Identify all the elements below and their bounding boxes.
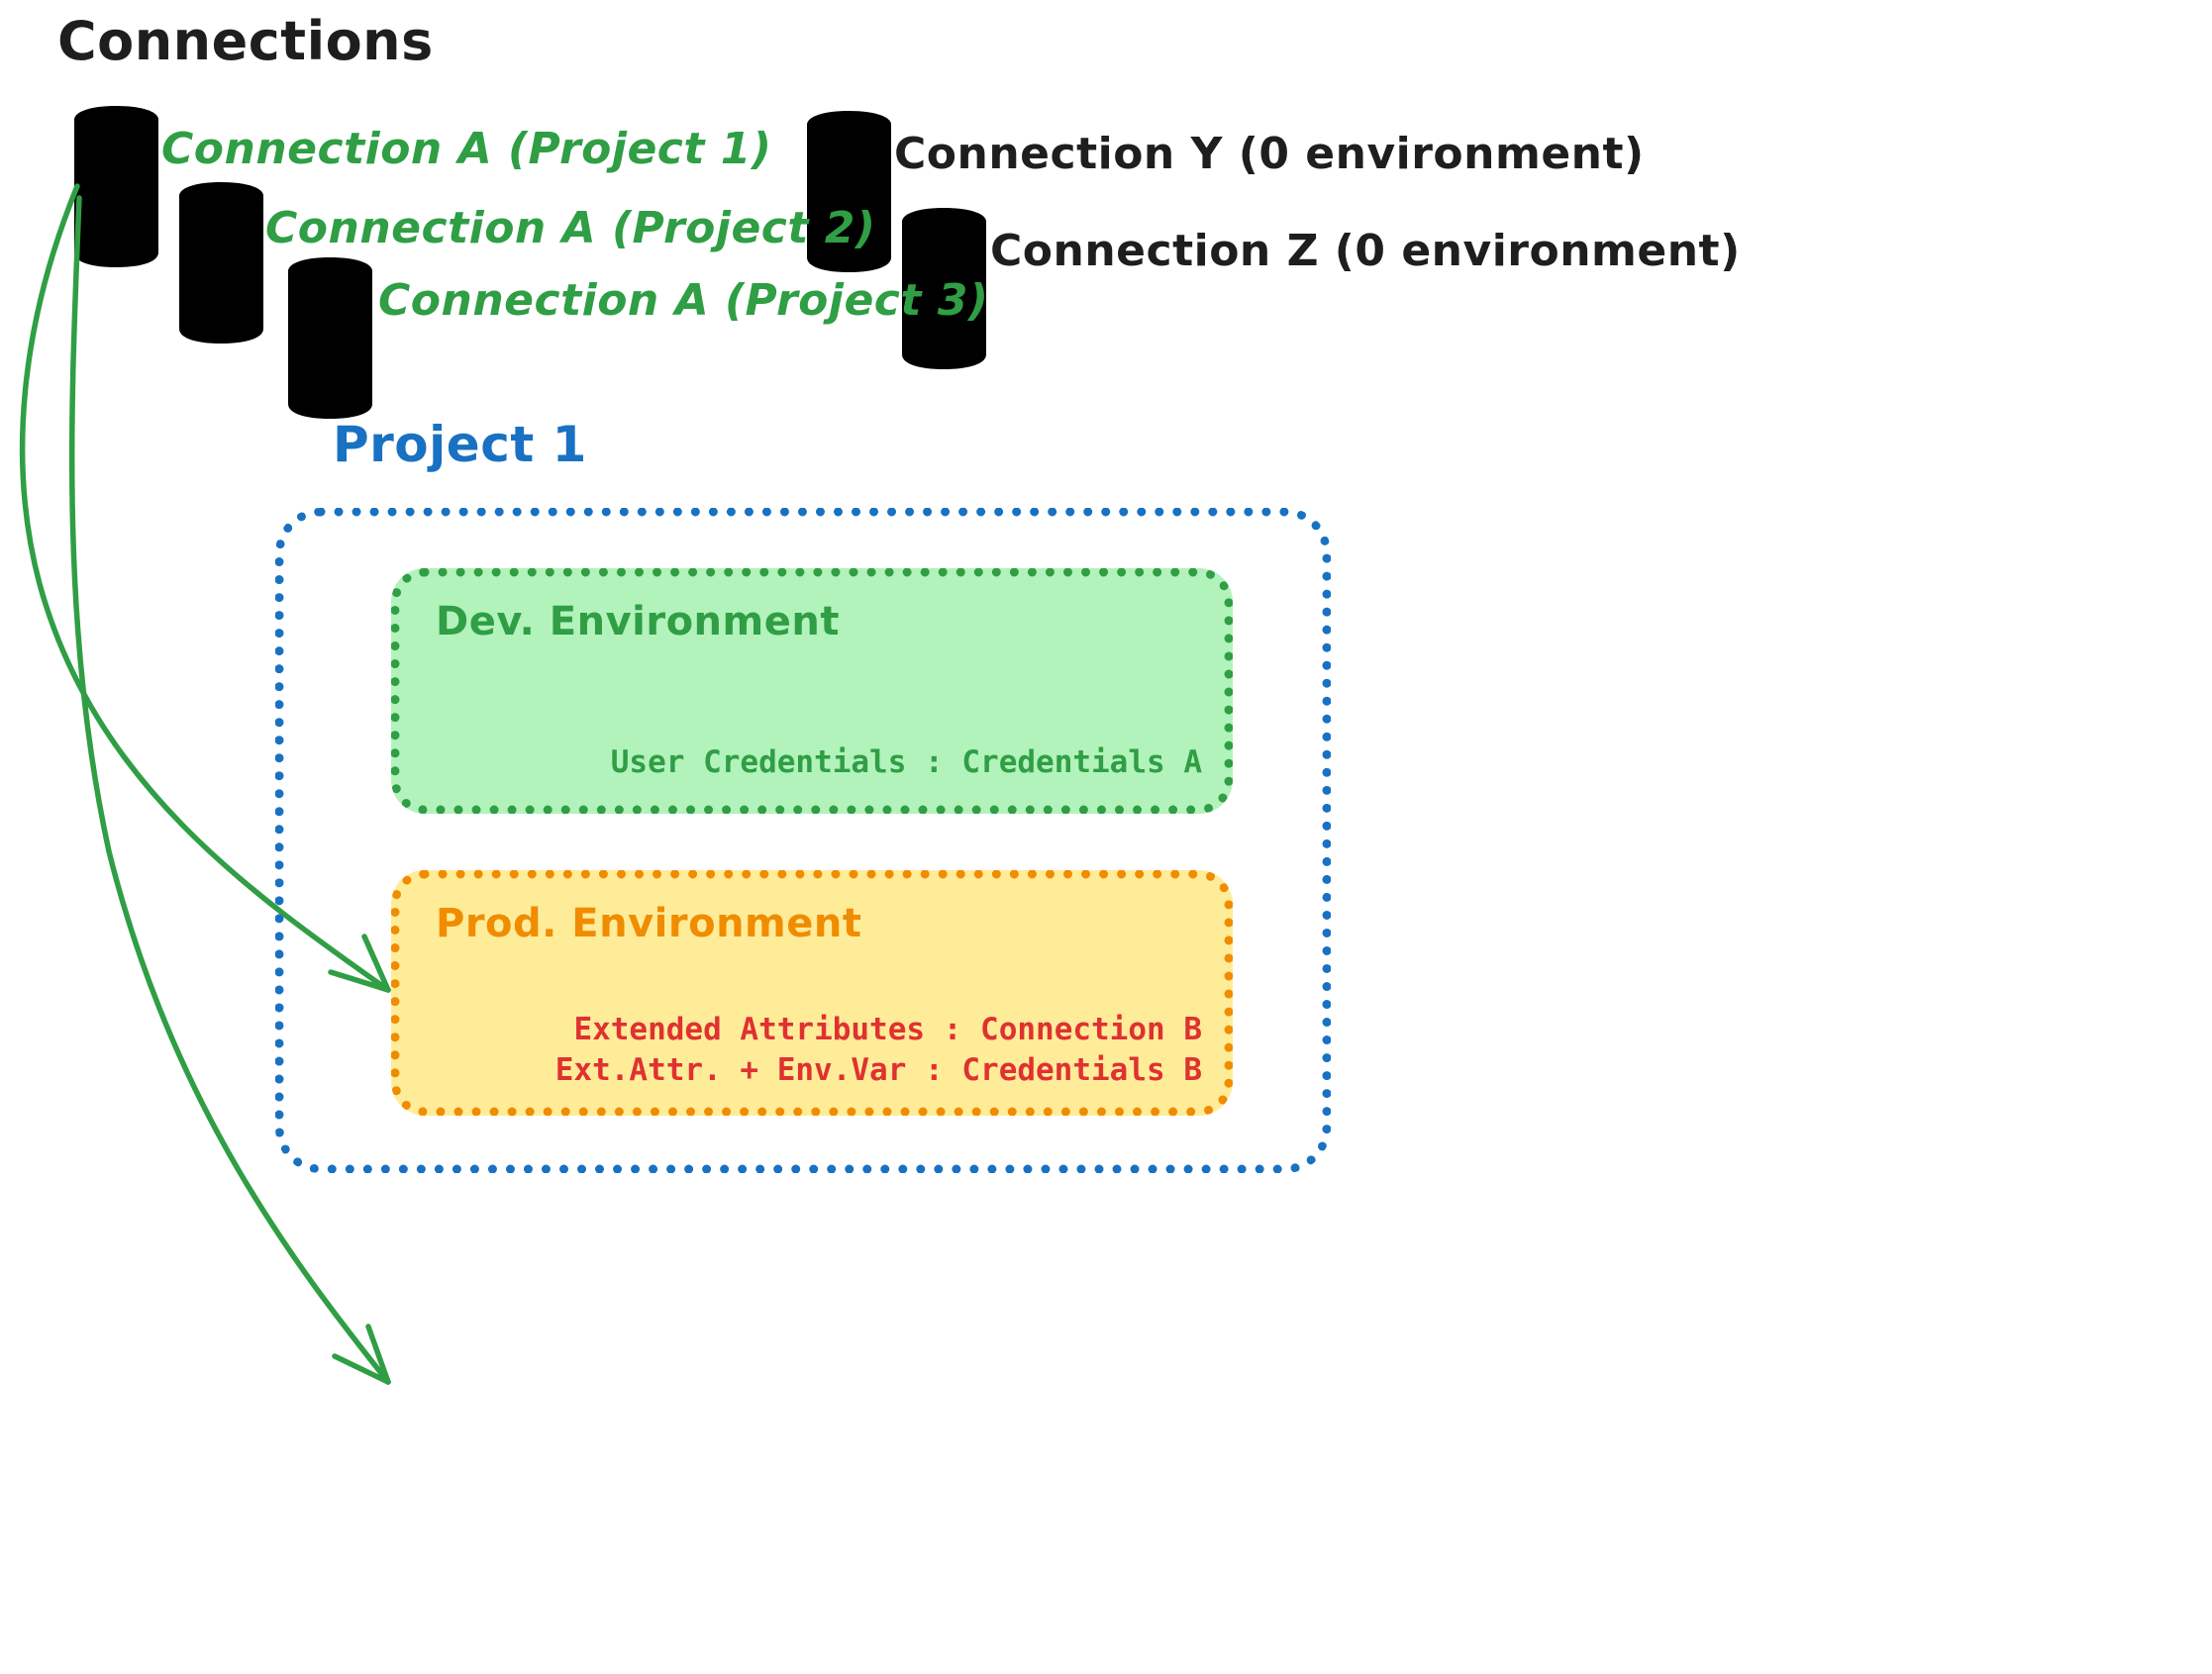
project-title: Project 1 <box>333 416 587 473</box>
database-icon-connection-a-project-3 <box>288 257 372 419</box>
prod-environment-lines: Extended Attributes : Connection B Ext.A… <box>555 1010 1202 1091</box>
prod-environment-line: Ext.Attr. + Env.Var : Credentials B <box>554 1052 1202 1089</box>
prod-environment-line: Extended Attributes : Connection B <box>573 1012 1202 1048</box>
dev-environment-title: Dev. Environment <box>436 599 840 644</box>
dev-environment-line: User Credentials : Credentials A <box>610 744 1202 781</box>
connection-label-z: Connection Z (0 environment) <box>990 226 1741 276</box>
connection-label-a-project-2: Connection A (Project 2) <box>265 203 876 253</box>
project-container: Dev. Environment User Credentials : Cred… <box>275 508 1331 1173</box>
database-icon-connection-a-project-1 <box>74 106 158 267</box>
database-icon-connection-a-project-2 <box>179 182 263 344</box>
prod-environment-box: Prod. Environment Extended Attributes : … <box>391 870 1233 1116</box>
dev-environment-lines: User Credentials : Credentials A <box>611 742 1202 783</box>
connection-label-y: Connection Y (0 environment) <box>894 129 1645 179</box>
page-title: Connections <box>57 10 434 72</box>
prod-environment-title: Prod. Environment <box>436 901 862 946</box>
connection-label-a-project-1: Connection A (Project 1) <box>161 124 772 174</box>
connection-label-a-project-3: Connection A (Project 3) <box>378 275 989 326</box>
dev-environment-box: Dev. Environment User Credentials : Cred… <box>391 568 1233 814</box>
